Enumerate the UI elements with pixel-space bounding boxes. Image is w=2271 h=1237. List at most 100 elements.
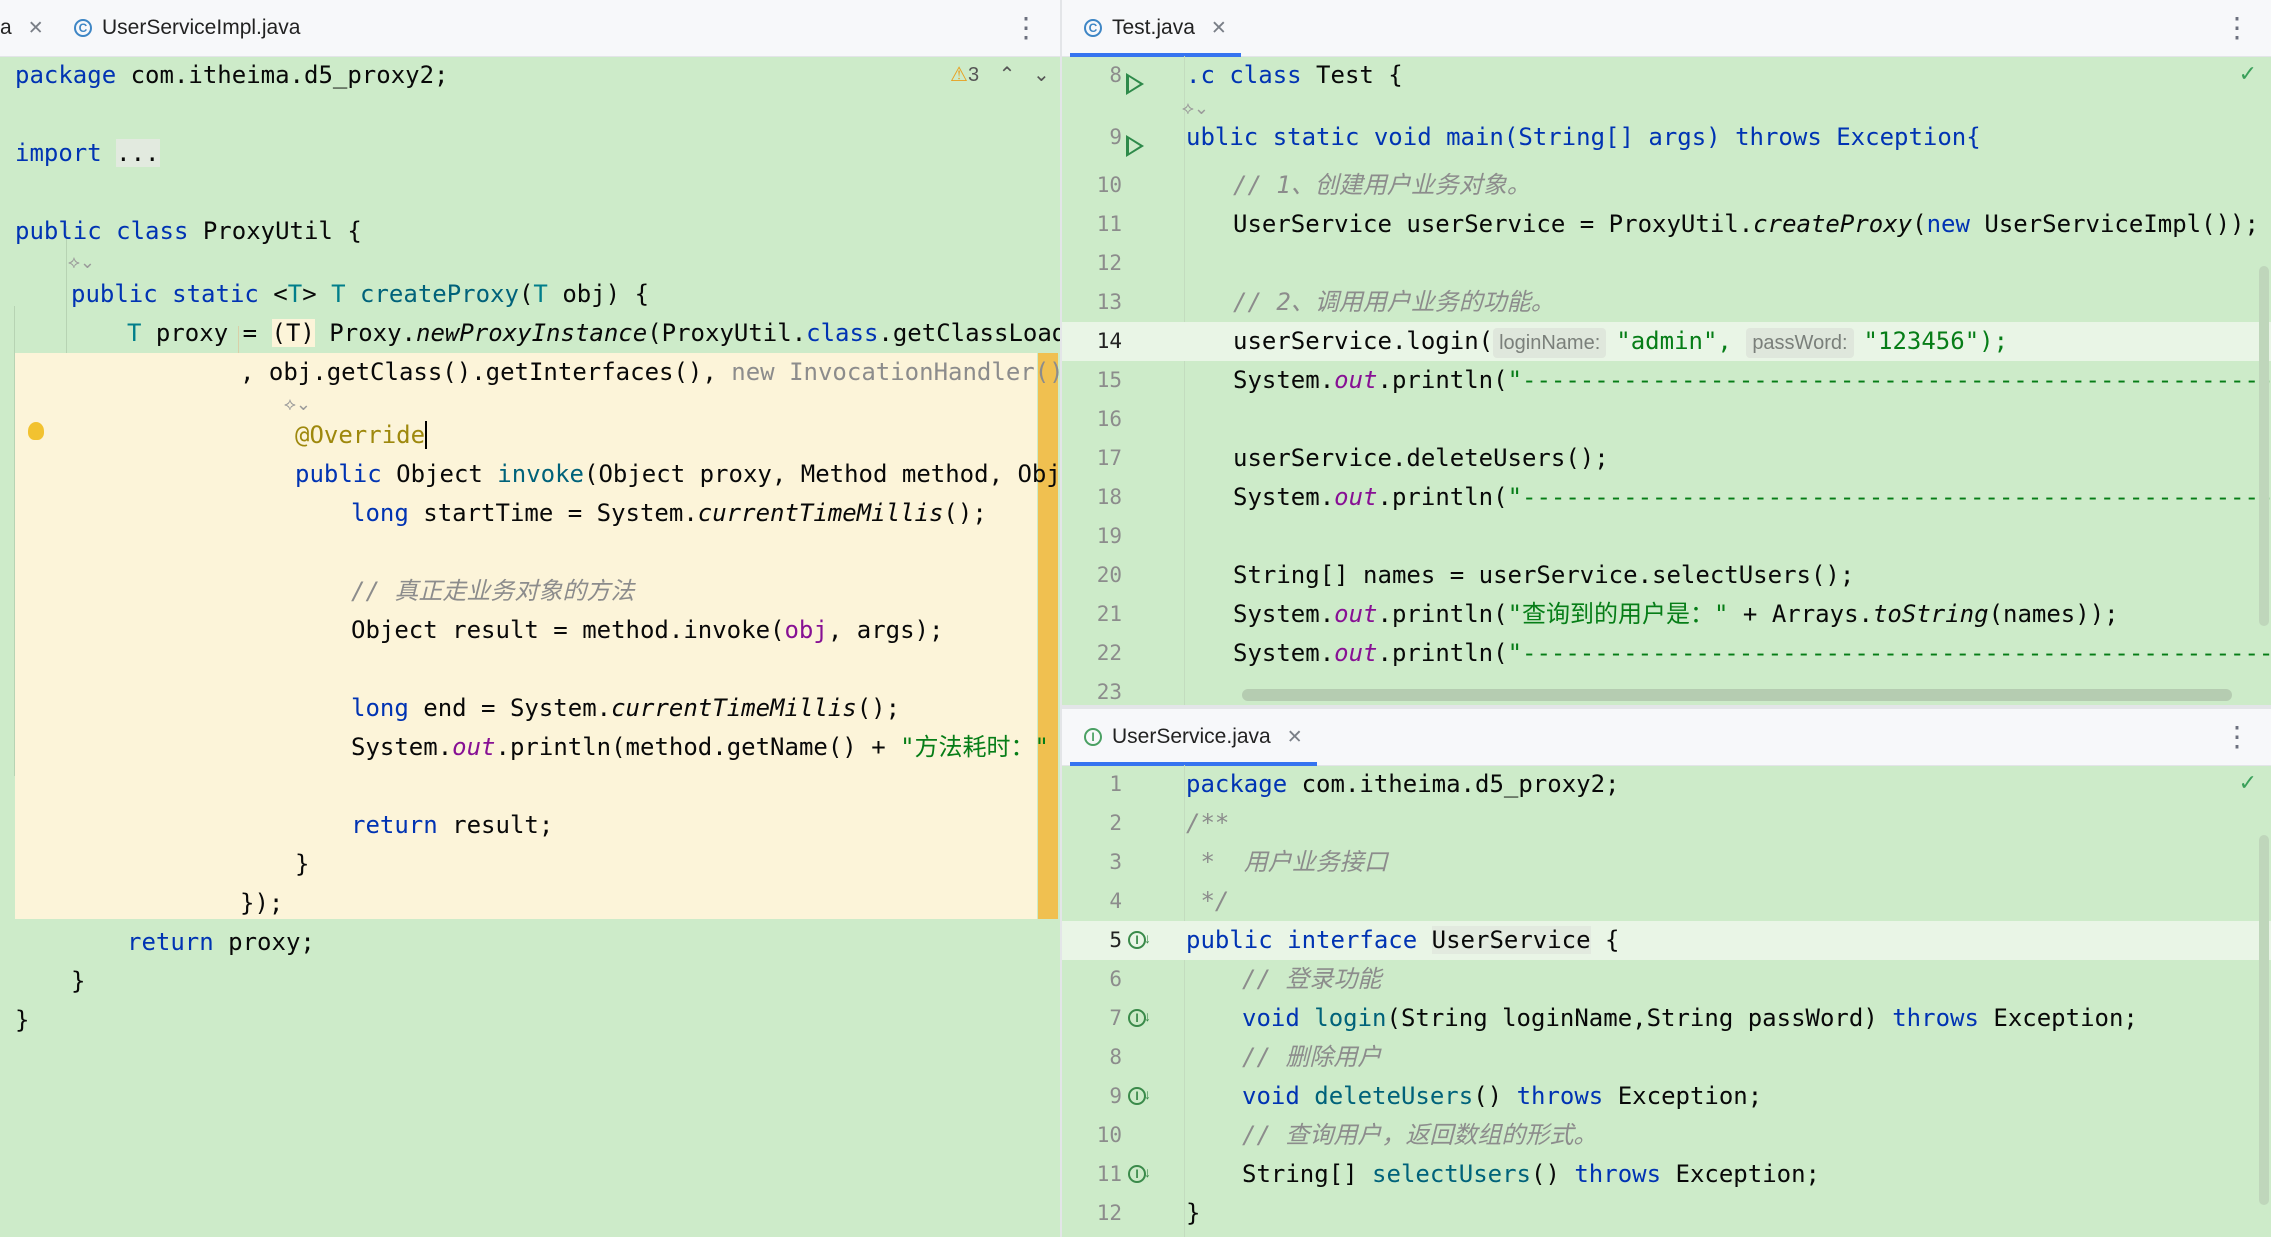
code-line-end: long end = System.currentTimeMillis(); [351, 694, 901, 722]
code-line-interfaces: , obj.getClass().getInterfaces(), new In… [240, 358, 1060, 386]
line-number: 9 [1109, 125, 1122, 149]
line-number: 17 [1096, 446, 1122, 470]
tab-partial[interactable]: a ✕ [0, 0, 44, 56]
code-line-println: System.out.println(method.getName() + "方… [351, 733, 1049, 761]
line-number: 11 [1096, 1162, 1122, 1186]
gutter-border [1184, 56, 1185, 705]
inspection-widget[interactable]: ⚠3 ⌃ ⌄ [950, 62, 1050, 87]
implemented-icon[interactable]: I [1128, 1087, 1151, 1105]
more-options-icon[interactable]: ⋮ [1012, 12, 1040, 43]
implemented-icon[interactable]: I [1128, 1165, 1151, 1183]
code-editor[interactable]: 8 9 10 11 12 13 14 15 16 17 18 19 20 21 … [1062, 56, 2271, 705]
code-line-21: System.out.println("查询到的用户是：" + Arrays.t… [1233, 600, 2119, 628]
line-number: 3 [1109, 850, 1122, 874]
check-icon: ✓ [2238, 771, 2257, 796]
tab-userserviceimpl[interactable]: C UserServiceImpl.java [74, 0, 300, 56]
split-divider[interactable] [1062, 705, 2271, 709]
implemented-icon[interactable]: I [1128, 1009, 1151, 1027]
code-editor[interactable]: ⚠3 ⌃ ⌄ package com.itheima.d5_proxy2; im… [0, 56, 1060, 1237]
code-line-proxy: T proxy = (T) Proxy.newProxyInstance(Pro… [127, 319, 1060, 347]
code-line-17: userService.deleteUsers(); [1233, 444, 1609, 472]
left-tab-bar: a ✕ C UserServiceImpl.java ⋮ [0, 0, 1060, 57]
test-tab-bar: C Test.java ✕ ⋮ [1062, 0, 2271, 57]
line-number: 21 [1096, 602, 1122, 626]
split-divider[interactable] [1060, 0, 1062, 1237]
code-line-8: // 删除用户 [1242, 1043, 1382, 1071]
vertical-scrollbar[interactable] [2259, 835, 2269, 1205]
code-line-2: /** [1186, 809, 1230, 837]
code-line-brace: } [295, 850, 310, 878]
implemented-icon[interactable]: I [1128, 931, 1151, 949]
more-options-icon[interactable]: ⋮ [2223, 721, 2251, 752]
code-line-14: userService.login(loginName:"admin", pas… [1062, 322, 2271, 361]
check-icon: ✓ [2238, 62, 2257, 87]
code-line-4: */ [1186, 887, 1230, 915]
code-line-12: } [1186, 1199, 1201, 1227]
code-line-6: // 登录功能 [1242, 965, 1382, 993]
left-editor-pane: a ✕ C UserServiceImpl.java ⋮ ⚠3 ⌃ ⌄ pack… [0, 0, 1060, 1237]
code-line-close-handler: }); [240, 889, 284, 917]
line-number: 8 [1109, 1045, 1122, 1069]
code-line-11: String[] selectUsers() throws Exception; [1242, 1160, 1821, 1188]
line-number: 19 [1096, 524, 1122, 548]
test-editor-pane: C Test.java ✕ ⋮ ✓ 8 9 10 11 12 13 14 15 … [1062, 0, 2271, 705]
line-number: 8 [1109, 63, 1122, 87]
run-icon[interactable] [1126, 135, 1144, 157]
code-line-comment: // 真正走业务对象的方法 [351, 577, 635, 605]
line-number: 12 [1096, 1201, 1122, 1225]
horizontal-scrollbar[interactable] [1242, 689, 2232, 701]
code-line-11: UserService userService = ProxyUtil.crea… [1233, 210, 2259, 238]
code-line-return-result: return result; [351, 811, 554, 839]
line-number: 23 [1096, 680, 1122, 704]
line-number: 9 [1109, 1084, 1122, 1108]
tab-label: UserServiceImpl.java [102, 16, 301, 39]
code-line-package: package com.itheima.d5_proxy2; [15, 61, 449, 89]
run-icon[interactable] [1126, 73, 1144, 95]
chevron-down-icon[interactable]: ⌄ [1032, 64, 1050, 86]
code-editor[interactable]: 1 2 3 4 5 6 7 8 9 10 11 12 I I I I packa… [1062, 765, 2271, 1237]
ai-hint-icon[interactable]: ⟡⌄ [68, 252, 95, 273]
code-line-15: System.out.println("--------------------… [1233, 366, 2271, 394]
ai-hint-icon[interactable]: ⟡⌄ [284, 394, 311, 415]
ai-hint-icon[interactable]: ⟡⌄ [1182, 98, 1209, 119]
vertical-scrollbar[interactable] [2259, 266, 2269, 626]
warning-icon: ⚠ [950, 64, 968, 86]
userservice-editor-pane: I UserService.java ✕ ⋮ ✓ 1 2 3 4 5 6 7 8… [1062, 709, 2271, 1237]
userservice-tab-bar: I UserService.java ✕ ⋮ [1062, 709, 2271, 766]
indent-guide [14, 306, 15, 776]
chevron-up-icon[interactable]: ⌃ [998, 64, 1016, 86]
code-line-3: * 用户业务接口 [1186, 848, 1388, 876]
line-number: 10 [1096, 1123, 1122, 1147]
code-line-10: // 1、创建用户业务对象。 [1233, 171, 1531, 199]
code-line-18: System.out.println("--------------------… [1233, 483, 2271, 511]
line-number: 14 [1096, 329, 1122, 353]
close-icon[interactable]: ✕ [1286, 726, 1303, 748]
code-line-8: .c class Test { [1186, 61, 1403, 89]
line-number: 7 [1109, 1006, 1122, 1030]
code-line-brace: } [15, 1006, 30, 1034]
tab-test-java[interactable]: C Test.java ✕ [1070, 0, 1241, 57]
line-number: 18 [1096, 485, 1122, 509]
code-line-override: @Override [295, 421, 428, 449]
code-line-5: public interface UserService { [1186, 926, 1620, 954]
warning-count: 3 [967, 64, 980, 86]
line-number: 11 [1096, 212, 1122, 236]
code-line-brace: } [71, 967, 86, 995]
code-line-starttime: long startTime = System.currentTimeMilli… [351, 499, 987, 527]
code-line-9: ublic static void main(String[] args) th… [1186, 123, 1981, 151]
code-line-result: Object result = method.invoke(obj, args)… [351, 616, 944, 644]
line-number: 2 [1109, 811, 1122, 835]
line-number: 13 [1096, 290, 1122, 314]
close-icon[interactable]: ✕ [27, 17, 44, 39]
code-line-13: // 2、调用用户业务的功能。 [1233, 288, 1555, 316]
param-hint: loginName: [1493, 328, 1607, 358]
code-line-import: import ... [15, 139, 160, 167]
close-icon[interactable]: ✕ [1210, 17, 1227, 39]
tab-label: Test.java [1112, 16, 1195, 39]
more-options-icon[interactable]: ⋮ [2223, 12, 2251, 43]
lightbulb-icon[interactable] [28, 422, 44, 440]
tab-userservice-java[interactable]: I UserService.java ✕ [1070, 709, 1317, 766]
code-line-10: // 查询用户，返回数组的形式。 [1242, 1121, 1598, 1149]
line-number: 12 [1096, 251, 1122, 275]
line-number: 10 [1096, 173, 1122, 197]
